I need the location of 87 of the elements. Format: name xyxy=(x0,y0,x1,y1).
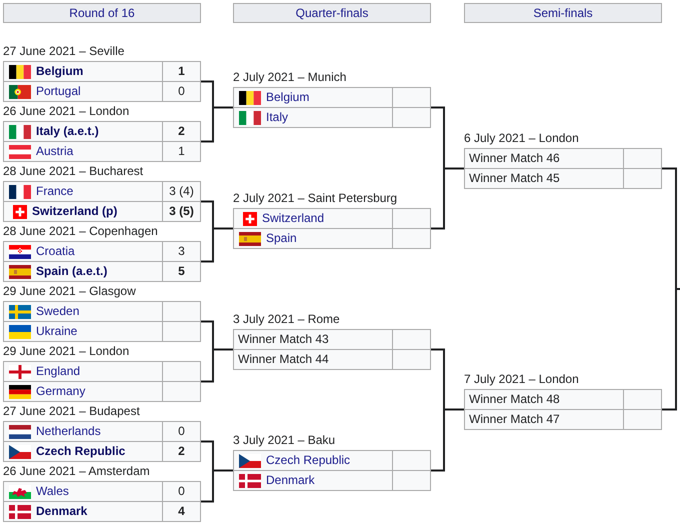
score-cell: 2 xyxy=(162,442,200,461)
bracket-line xyxy=(201,470,233,502)
score-cell: 4 xyxy=(162,502,200,521)
team-name: Winner Match 43 xyxy=(238,332,329,347)
team-row xyxy=(3,381,201,402)
team-row xyxy=(3,301,201,322)
match-date-venue: 28 June 2021 – Copenhagen xyxy=(3,224,158,238)
team-name: Czech Republic xyxy=(266,453,350,468)
score-cell: 0 xyxy=(162,82,200,101)
match-date-venue: 3 July 2021 – Rome xyxy=(233,312,340,326)
bracket-line xyxy=(431,168,464,230)
team-name: Switzerland (p) xyxy=(32,204,118,219)
match-date-venue: 26 June 2021 – Amsterdam xyxy=(3,464,150,478)
bracket-line xyxy=(431,408,464,472)
team-row xyxy=(3,81,201,102)
team-row xyxy=(3,481,201,502)
team-row xyxy=(233,107,431,128)
team-row xyxy=(464,168,662,189)
bracket-line xyxy=(662,168,680,290)
team-name: Winner Match 46 xyxy=(469,151,560,166)
match-date-venue: 2 July 2021 – Saint Petersburg xyxy=(233,191,398,205)
team-row xyxy=(3,141,201,162)
team-row xyxy=(464,148,662,169)
team-name: Winner Match 48 xyxy=(469,392,560,407)
team-name: Denmark xyxy=(266,473,315,488)
team-row xyxy=(3,241,201,262)
match-date-venue: 28 June 2021 – Bucharest xyxy=(3,164,144,178)
team-name: Italy xyxy=(266,110,288,125)
team-row xyxy=(3,441,201,462)
team-row xyxy=(3,201,201,222)
match-date-venue: 3 July 2021 – Baku xyxy=(233,433,336,447)
team-name: England xyxy=(36,364,80,379)
team-name: Belgium xyxy=(36,64,84,79)
team-name: Italy (a.e.t.) xyxy=(36,124,99,139)
match-date-venue: 29 June 2021 – London xyxy=(3,344,130,358)
team-row xyxy=(3,501,201,522)
team-row xyxy=(3,121,201,142)
round-header: Semi-finals xyxy=(464,3,662,23)
team-row xyxy=(233,208,431,229)
team-row xyxy=(233,470,431,491)
match-date-venue: 27 June 2021 – Seville xyxy=(3,44,124,58)
team-row xyxy=(3,421,201,442)
match-date-venue: 6 July 2021 – London xyxy=(464,131,579,145)
team-name: Czech Republic xyxy=(36,444,126,459)
team-row xyxy=(233,450,431,471)
match-date-venue: 27 June 2021 – Budapest xyxy=(3,404,140,418)
team-name: Switzerland xyxy=(262,211,324,226)
team-row xyxy=(233,349,431,370)
team-name: Spain (a.e.t.) xyxy=(36,264,108,279)
team-row xyxy=(233,228,431,249)
round-header: Round of 16 xyxy=(3,3,201,23)
team-name: France xyxy=(36,184,74,199)
team-row xyxy=(3,261,201,282)
match-date-venue: 7 July 2021 – London xyxy=(464,372,579,386)
score-cell: 3 (5) xyxy=(162,202,200,221)
team-name: Winner Match 45 xyxy=(469,171,560,186)
match-date-venue: 26 June 2021 – London xyxy=(3,104,130,118)
bracket-line xyxy=(201,228,233,262)
team-row xyxy=(464,389,662,410)
team-name: Winner Match 44 xyxy=(238,352,329,367)
bracket-line xyxy=(662,288,680,410)
team-name: Spain xyxy=(266,231,297,246)
team-name: Winner Match 47 xyxy=(469,412,560,427)
team-name: Denmark xyxy=(36,504,88,519)
team-name: Belgium xyxy=(266,90,310,105)
team-row xyxy=(3,181,201,202)
match-date-venue: 29 June 2021 – Glasgow xyxy=(3,284,136,298)
score-cell: 5 xyxy=(162,262,200,281)
team-name: Croatia xyxy=(36,244,75,259)
team-name: Netherlands xyxy=(36,424,101,439)
team-name: Ukraine xyxy=(36,324,78,339)
team-name: Wales xyxy=(36,484,69,499)
team-row xyxy=(464,409,662,430)
team-row xyxy=(3,361,201,382)
score-cell: 1 xyxy=(162,142,200,161)
team-name: Sweden xyxy=(36,304,80,319)
team-row xyxy=(233,87,431,108)
bracket-line xyxy=(201,106,233,142)
team-row xyxy=(233,329,431,350)
team-row xyxy=(3,321,201,342)
team-name: Austria xyxy=(36,144,74,159)
team-name: Portugal xyxy=(36,84,81,99)
team-name: Germany xyxy=(36,384,86,399)
bracket-line xyxy=(201,348,233,382)
match-date-venue: 2 July 2021 – Munich xyxy=(233,70,346,84)
team-row xyxy=(3,61,201,82)
round-header: Quarter-finals xyxy=(233,3,431,23)
